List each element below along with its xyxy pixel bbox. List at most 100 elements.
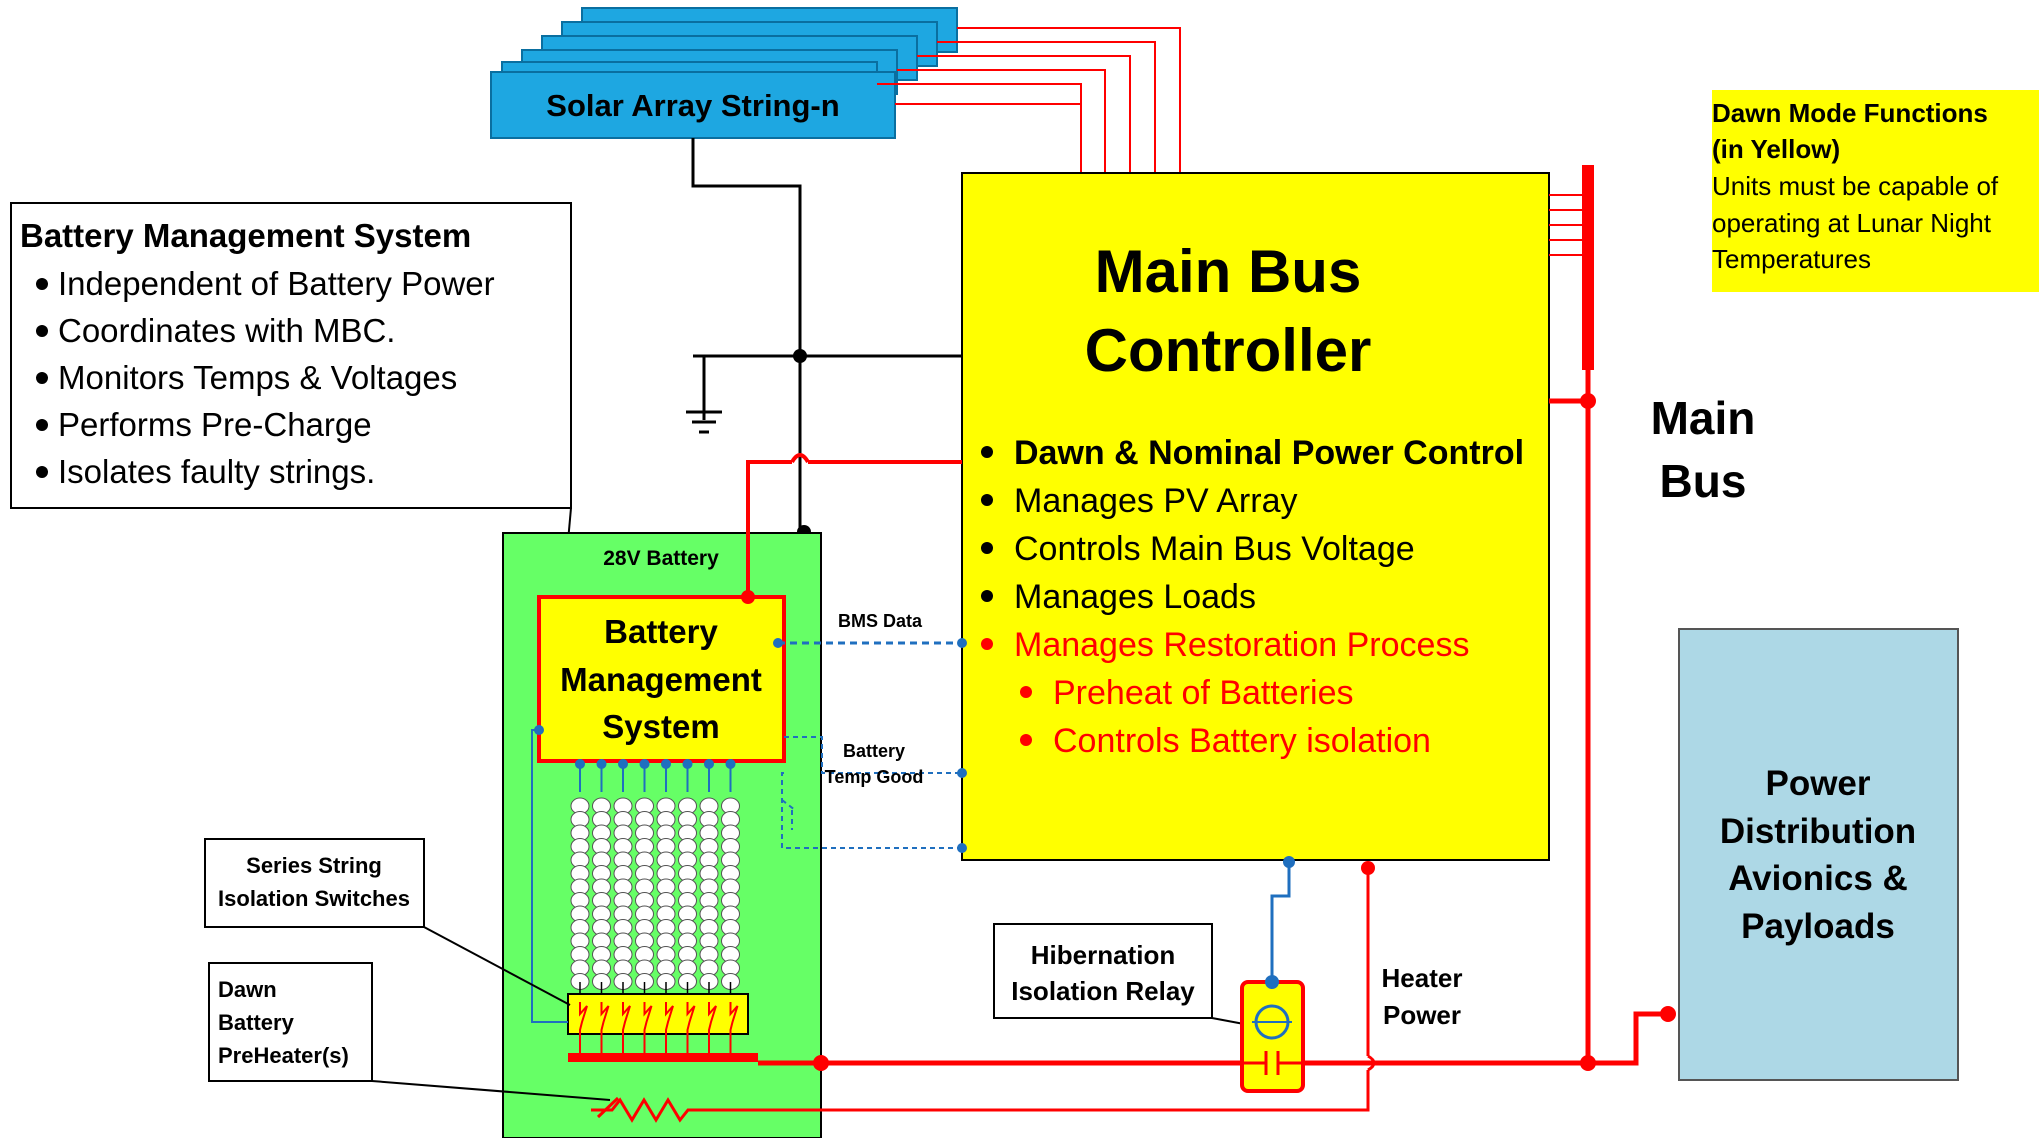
isolation-switch bbox=[579, 1002, 588, 1056]
mbc-sub-bullet: Preheat of Batteries bbox=[1053, 674, 1354, 712]
hibernation-callout-line1: Hibernation bbox=[1031, 940, 1175, 970]
temp-good-label-line2: Temp Good bbox=[825, 767, 924, 787]
junction-dot bbox=[793, 349, 807, 363]
main-bus-label-line2: Bus bbox=[1660, 455, 1747, 507]
hibernation-isolation-relay bbox=[1240, 980, 1305, 1093]
junction-dot bbox=[1580, 1055, 1596, 1071]
bms-label-line2: Management bbox=[560, 661, 762, 698]
junction-dot bbox=[1660, 1006, 1676, 1022]
preheater-callout-line2: Battery bbox=[218, 1010, 295, 1035]
mbc-bullet: Manages Restoration Process bbox=[1014, 626, 1469, 664]
dawn-note-body-line: Units must be capable of bbox=[1712, 171, 1999, 201]
series-callout-line2: Isolation Switches bbox=[218, 886, 410, 911]
isolation-switch bbox=[622, 1002, 631, 1056]
bms-info-box: Battery Management System Independent of… bbox=[10, 202, 572, 509]
preheater-callout-line1: Dawn bbox=[218, 977, 277, 1002]
main-bus-controller: Main Bus Controller Dawn & Nominal Power… bbox=[961, 172, 1550, 861]
dawn-note-title-line2: (in Yellow) bbox=[1712, 134, 1840, 164]
mbc-title-line2: Controller bbox=[1085, 317, 1372, 384]
junction-dot bbox=[741, 590, 755, 604]
mbc-sub-bullet: Controls Battery isolation bbox=[1053, 722, 1431, 760]
mbc-to-bus-wires bbox=[1549, 194, 1582, 256]
solar-array-label: Solar Array String-n bbox=[546, 88, 839, 123]
bms-cell-tap-node bbox=[704, 759, 714, 769]
signal-node bbox=[957, 768, 967, 778]
bms-power-wiring bbox=[746, 453, 962, 597]
heater-power-wiring bbox=[704, 868, 1376, 1112]
signal-node bbox=[957, 638, 967, 648]
isolation-switch bbox=[729, 1002, 739, 1056]
dawn-note-body-line: operating at Lunar Night bbox=[1712, 208, 1992, 238]
battery-temp-good-signal bbox=[781, 736, 962, 849]
series-string-isolation-switches bbox=[567, 993, 749, 1056]
junction-dot bbox=[1580, 393, 1596, 409]
bms-cell-tap-node bbox=[596, 759, 607, 769]
mbc-bullet: Manages PV Array bbox=[1014, 482, 1297, 520]
bms-label-line1: Battery bbox=[604, 613, 718, 650]
bms-info-bullet: Coordinates with MBC. bbox=[58, 312, 395, 349]
pdu-label-line2: Distribution bbox=[1720, 812, 1916, 851]
isolation-switch bbox=[643, 1002, 653, 1056]
pdu-label-line4: Payloads bbox=[1741, 907, 1895, 946]
bms-cell-taps bbox=[575, 759, 736, 792]
bms-info-bullet: Isolates faulty strings. bbox=[58, 453, 375, 490]
solar-to-mbc-wires bbox=[877, 27, 1181, 172]
heater-power-line1: Heater bbox=[1382, 963, 1463, 993]
signal-node bbox=[534, 725, 544, 735]
dawn-note-body-line: Temperatures bbox=[1712, 244, 1871, 274]
battery-cell-strings bbox=[570, 797, 740, 1000]
isolation-switch bbox=[686, 1002, 696, 1056]
bms-cell-tap-node bbox=[639, 759, 650, 769]
temp-good-label-line1: Battery bbox=[843, 741, 905, 761]
hibernation-callout: Hibernation Isolation Relay bbox=[993, 923, 1245, 1025]
pdu-label-line1: Power bbox=[1765, 764, 1870, 803]
series-string-callout: Series String Isolation Switches bbox=[204, 838, 571, 1006]
preheater-callout: Dawn Battery PreHeater(s) bbox=[208, 962, 611, 1101]
heater-power-line2: Power bbox=[1383, 1000, 1461, 1030]
bms-cell-tap-node bbox=[682, 759, 693, 769]
bms-info-bullet: Independent of Battery Power bbox=[58, 265, 495, 302]
battery-bus-bar bbox=[568, 1053, 758, 1062]
isolation-switch bbox=[600, 1002, 610, 1056]
junction-dot bbox=[813, 1055, 829, 1071]
mbc-bullet: Controls Main Bus Voltage bbox=[1014, 530, 1415, 568]
series-callout-line1: Series String bbox=[246, 853, 382, 878]
hibernation-callout-line2: Isolation Relay bbox=[1011, 976, 1195, 1006]
signal-node bbox=[957, 843, 967, 853]
signal-node bbox=[1265, 975, 1279, 989]
bms-cell-tap-node bbox=[725, 759, 736, 769]
bms-cell-tap-node bbox=[575, 759, 585, 769]
ground-symbol bbox=[686, 354, 800, 434]
bms-info-title: Battery Management System bbox=[20, 217, 471, 254]
isolation-switch bbox=[665, 1002, 674, 1056]
bms-label-line3: System bbox=[602, 708, 719, 745]
bms-box: Battery Management System bbox=[537, 595, 786, 763]
isolation-switch bbox=[708, 1002, 717, 1056]
mbc-bullet: Dawn & Nominal Power Control bbox=[1014, 434, 1524, 472]
dawn-note-title-line1: Dawn Mode Functions bbox=[1712, 98, 1988, 128]
signal-node bbox=[1283, 856, 1295, 868]
relay-control-signal bbox=[1270, 862, 1291, 982]
bms-cell-tap-node bbox=[661, 759, 671, 769]
bms-info-bullet: Performs Pre-Charge bbox=[58, 406, 372, 443]
dawn-mode-note: Dawn Mode Functions (in Yellow) Units mu… bbox=[1712, 90, 2039, 292]
mbc-title-line1: Main Bus bbox=[1095, 238, 1362, 305]
main-bus-label-line1: Main bbox=[1651, 392, 1756, 444]
bms-info-bullet: Monitors Temps & Voltages bbox=[58, 359, 457, 396]
bms-cell-tap-node bbox=[618, 759, 628, 769]
signal-node bbox=[773, 638, 783, 648]
bms-data-label: BMS Data bbox=[838, 611, 923, 631]
battery-label: 28V Battery bbox=[603, 547, 719, 570]
main-bus-bar bbox=[1582, 165, 1594, 1063]
preheater-callout-line3: PreHeater(s) bbox=[218, 1043, 349, 1068]
pdu-label-line3: Avionics & bbox=[1728, 859, 1908, 898]
junction-dot bbox=[1361, 861, 1375, 875]
solar-array-string-n bbox=[490, 71, 896, 139]
power-distribution-box: Power Distribution Avionics & Payloads bbox=[1678, 628, 1959, 1081]
solar-array-stack: Solar Array String-n bbox=[490, 7, 958, 139]
mbc-bullet: Manages Loads bbox=[1014, 578, 1256, 616]
dawn-battery-preheater bbox=[591, 1096, 704, 1123]
power-wiring bbox=[758, 1011, 1668, 1066]
solar-return-wiring bbox=[691, 138, 962, 532]
